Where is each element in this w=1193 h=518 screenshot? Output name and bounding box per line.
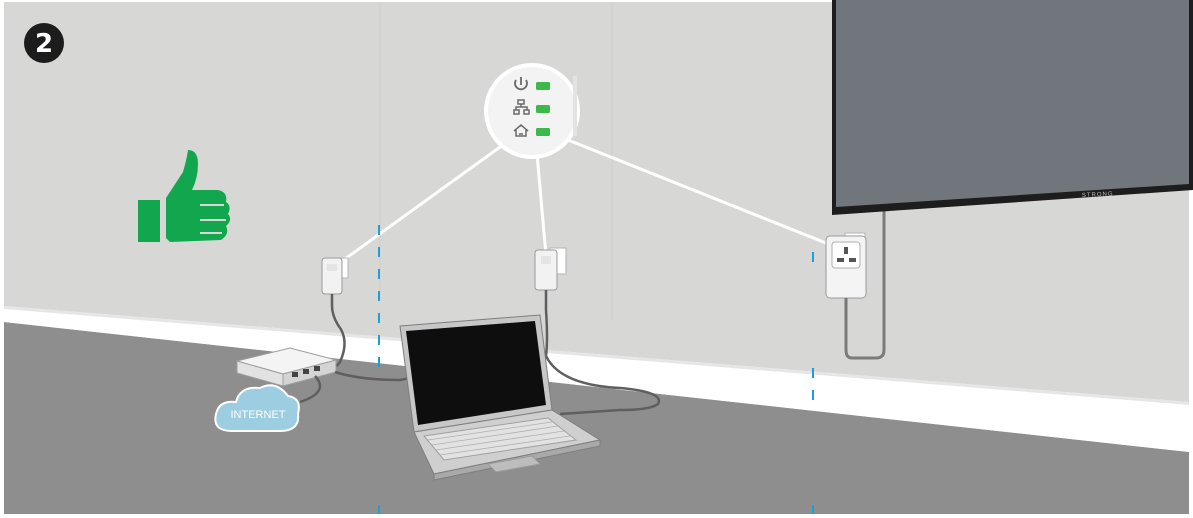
network-icon <box>513 99 530 115</box>
led-status-panel <box>484 63 580 159</box>
powerline-adapter-right <box>825 232 867 320</box>
laptop-screen <box>406 321 546 425</box>
television: STRONG <box>832 0 1193 360</box>
tv-screen <box>836 0 1189 207</box>
connection-lines <box>337 138 837 266</box>
router <box>235 347 411 404</box>
home-powerline-icon <box>513 124 529 137</box>
step-badge: 2 <box>24 23 64 63</box>
power-icon <box>514 77 528 91</box>
skirting-board <box>4 306 1189 452</box>
guide-lines <box>378 225 814 514</box>
led-home <box>536 128 550 136</box>
laptop-keyboard <box>423 417 578 461</box>
step-number: 2 <box>35 29 53 59</box>
led-network <box>536 105 550 113</box>
led-power <box>536 82 550 90</box>
powerline-adapter-middle <box>534 247 661 416</box>
thumbs-up-icon <box>138 150 231 242</box>
laptop <box>399 314 602 481</box>
internet-cloud: INTERNET <box>214 384 300 432</box>
skirting-top-edge <box>4 306 1189 405</box>
tv-brand: STRONG <box>1082 191 1114 199</box>
cloud-label: INTERNET <box>231 409 286 421</box>
